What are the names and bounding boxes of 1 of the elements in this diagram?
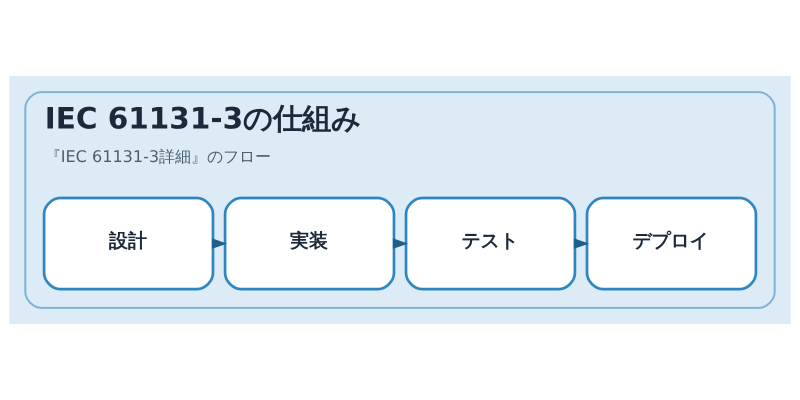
node-box: デプロイ xyxy=(586,196,758,290)
